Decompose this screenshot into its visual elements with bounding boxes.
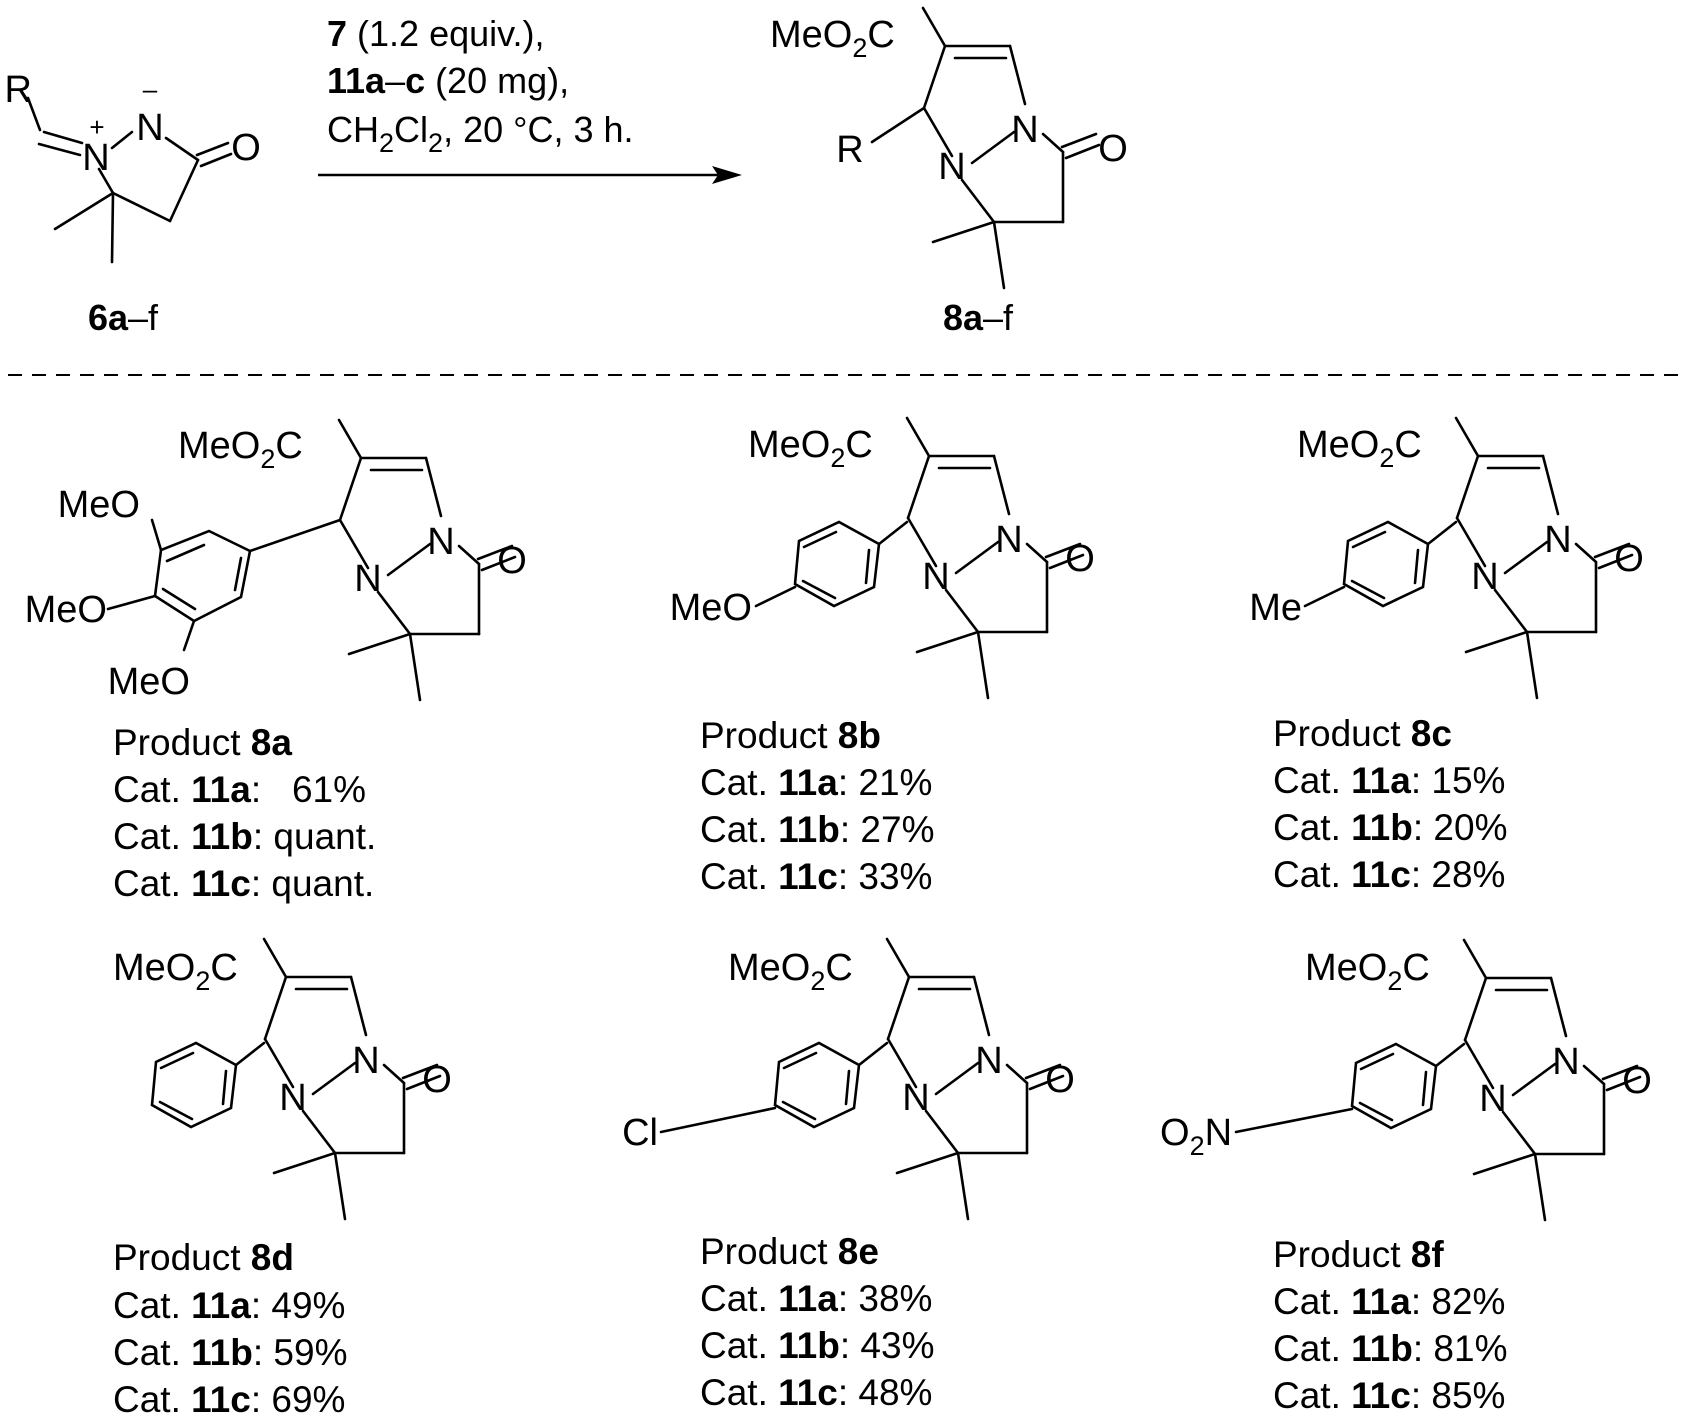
results-8b: Product 8b Cat. 11a: 21% Cat. 11b: 27% C…	[700, 715, 934, 897]
ester-group: MeO2C	[770, 14, 895, 63]
n2-atom: N	[1544, 519, 1571, 561]
structure-8a: MeO MeO MeO N N O MeO2C	[25, 418, 527, 703]
methoxy-group: MeO	[25, 589, 107, 631]
results-8c: Product 8c Cat. 11a: 15% Cat. 11b: 20% C…	[1273, 713, 1507, 895]
n1-atom: N	[354, 558, 381, 600]
yield-row: Cat. 11c: 85%	[1273, 1375, 1505, 1416]
yield-row: Cat. 11a: 15%	[1273, 760, 1505, 801]
product-caption: Product 8d	[113, 1237, 294, 1278]
r-group: R	[5, 69, 32, 111]
ester-group: MeO2C	[113, 947, 238, 996]
nitro-group: O2N	[1160, 1112, 1232, 1161]
results-8e: Product 8e Cat. 11a: 38% Cat. 11b: 43% C…	[700, 1231, 934, 1413]
n2-atom: N	[352, 1040, 379, 1082]
structure-8b: MeO N N O MeO2C	[670, 416, 1095, 700]
yield-row: Cat. 11c: 33%	[700, 856, 932, 897]
yield-row: Cat. 11b: 81%	[1273, 1328, 1507, 1369]
ester-group: MeO2C	[728, 947, 853, 996]
n2-atom: N	[1552, 1041, 1579, 1083]
product-caption: Product 8e	[700, 1231, 879, 1272]
conditions-line-2: 11a–c (20 mg),	[327, 60, 569, 101]
n-minus-atom: N	[136, 107, 163, 149]
reaction-conditions: 7 (1.2 equiv.), 11a–c (20 mg), CH2Cl2, 2…	[327, 13, 634, 158]
results-8a: Product 8a Cat. 11a: 61% Cat. 11b: quant…	[113, 722, 376, 904]
n1-atom: N	[1479, 1078, 1506, 1120]
yield-row: Cat. 11b: quant.	[113, 816, 376, 857]
n1-atom: N	[938, 146, 965, 188]
minus-charge: –	[143, 74, 158, 104]
product-caption: Product 8c	[1273, 713, 1452, 754]
n2-atom: N	[975, 1040, 1002, 1082]
product-caption: Product 8f	[1273, 1234, 1444, 1275]
carbonyl-oxygen: O	[1098, 128, 1128, 170]
yield-row: Cat. 11a: 61%	[113, 769, 366, 810]
reactant-azomethine-imine: R N + N – O	[5, 69, 261, 264]
r-group: R	[836, 129, 863, 171]
structure-8e: Cl N N O MeO2C	[622, 937, 1075, 1221]
reaction-arrow	[318, 166, 742, 184]
n1-atom: N	[922, 556, 949, 598]
structure-8c: Me N N O MeO2C	[1249, 416, 1644, 700]
n-plus-atom: N	[82, 137, 109, 179]
n1-atom: N	[902, 1077, 929, 1119]
plus-charge: +	[89, 112, 104, 142]
yield-row: Cat. 11b: 43%	[700, 1325, 934, 1366]
yield-row: Cat. 11b: 59%	[113, 1332, 347, 1373]
yield-row: Cat. 11c: 48%	[700, 1372, 932, 1413]
conditions-line-1: 7 (1.2 equiv.),	[327, 13, 544, 54]
product-caption: Product 8a	[113, 722, 292, 763]
n1-atom: N	[1471, 556, 1498, 598]
n2-atom: N	[995, 519, 1022, 561]
yield-row: Cat. 11b: 20%	[1273, 807, 1507, 848]
structure-8d: N N O MeO2C	[113, 937, 452, 1221]
methyl-group: Me	[1249, 587, 1302, 629]
carbonyl-oxygen: O	[497, 540, 527, 582]
yield-row: Cat. 11c: quant.	[113, 863, 374, 904]
n2-atom: N	[427, 521, 454, 563]
methoxy-group: MeO	[670, 587, 752, 629]
yield-row: Cat. 11a: 38%	[700, 1278, 932, 1319]
yield-row: Cat. 11c: 28%	[1273, 854, 1505, 895]
carbonyl-oxygen: O	[231, 127, 261, 169]
n2-atom: N	[1011, 109, 1038, 151]
carbonyl-oxygen: O	[422, 1059, 452, 1101]
methoxy-group: MeO	[108, 661, 190, 703]
carbonyl-oxygen: O	[1045, 1059, 1075, 1101]
yield-row: Cat. 11a: 21%	[700, 762, 932, 803]
chloro-group: Cl	[622, 1112, 658, 1154]
yield-row: Cat. 11b: 27%	[700, 809, 934, 850]
carbonyl-oxygen: O	[1614, 538, 1644, 580]
ester-group: MeO2C	[1297, 424, 1422, 473]
results-8d: Product 8d Cat. 11a: 49% Cat. 11b: 59% C…	[113, 1237, 347, 1420]
product-general-structure: R N N O MeO2C	[770, 6, 1128, 290]
carbonyl-oxygen: O	[1065, 538, 1095, 580]
methoxy-group: MeO	[58, 484, 140, 526]
conditions-line-3: CH2Cl2, 20 °C, 3 h.	[327, 109, 634, 158]
product-caption: Product 8b	[700, 715, 881, 756]
ester-group: MeO2C	[178, 425, 303, 474]
ester-group: MeO2C	[748, 424, 873, 473]
structure-8f: O2N N N O MeO2C	[1160, 938, 1652, 1222]
carbonyl-oxygen: O	[1622, 1060, 1652, 1102]
yield-row: Cat. 11a: 82%	[1273, 1281, 1505, 1322]
ester-group: MeO2C	[1305, 947, 1430, 996]
yield-row: Cat. 11c: 69%	[113, 1379, 345, 1420]
results-8f: Product 8f Cat. 11a: 82% Cat. 11b: 81% C…	[1273, 1234, 1507, 1416]
product-label: 8a–f	[943, 297, 1014, 338]
n1-atom: N	[279, 1077, 306, 1119]
reactant-label: 6a–f	[88, 297, 159, 338]
yield-row: Cat. 11a: 49%	[113, 1285, 345, 1326]
